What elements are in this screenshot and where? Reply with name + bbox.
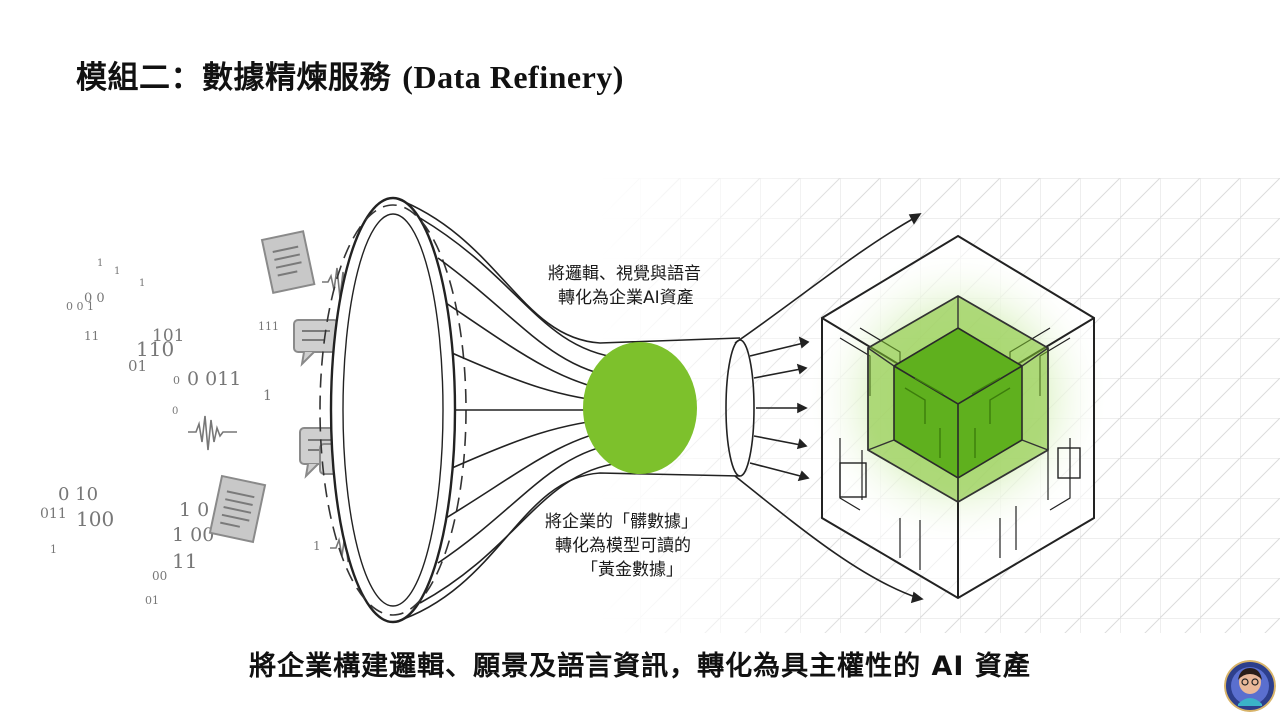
binary-digit: 100 — [76, 507, 114, 531]
avatar-icon — [1224, 660, 1276, 712]
flow-arrows — [734, 213, 924, 604]
document-icon — [208, 474, 267, 544]
caption-bottom-line-3: 「黃金數據」 — [581, 560, 683, 580]
binary-digit: 0 0 — [84, 291, 105, 306]
caption-top-line-2: 轉化為企業AI資產 — [558, 288, 694, 308]
binary-digit: 0 — [173, 374, 180, 387]
binary-digit: 1 — [313, 539, 321, 553]
ai-asset-cube — [808, 234, 1108, 600]
caption-top: 將邏輯、視覺與語音 轉化為企業AI資產 — [548, 262, 758, 310]
binary-digit: 110 — [136, 337, 174, 361]
binary-digit: 1 0 — [179, 499, 209, 521]
binary-digit: 0 — [172, 406, 178, 417]
bottom-statement: 將企業構建邏輯、願景及語言資訊，轉化為具主權性的 AI 資產 — [249, 651, 1031, 682]
binary-digit: 111 — [258, 320, 279, 333]
binary-digit: 1 00 — [172, 524, 214, 546]
binary-digit: 1 — [97, 258, 103, 269]
binary-digit: 011 — [40, 506, 67, 522]
binary-digit: 101 — [152, 326, 184, 346]
binary-digit: 00 — [152, 569, 167, 583]
binary-digit: 01 — [145, 594, 159, 607]
binary-digit: 1 — [50, 543, 57, 556]
binary-digit: 11 — [84, 329, 99, 343]
binary-digit: 11 — [172, 549, 197, 573]
document-icon — [260, 230, 316, 295]
caption-bottom-line-2: 轉化為模型可讀的 — [555, 536, 691, 556]
binary-digit: 1 — [139, 278, 145, 289]
chat-bubble-icon — [293, 319, 339, 367]
binary-digit: 01 — [128, 357, 147, 375]
caption-bottom: 將企業的「髒數據」 轉化為模型可讀的 「黃金數據」 — [545, 510, 775, 582]
caption-top-line-1: 將邏輯、視覺與語音 — [548, 264, 701, 284]
caption-bottom-line-1: 將企業的「髒數據」 — [545, 512, 698, 532]
binary-digit: 1 — [114, 266, 120, 277]
presenter-avatar[interactable] — [1224, 660, 1276, 712]
binary-digit: 1 — [263, 388, 272, 404]
binary-digit: 0 0 1 — [66, 300, 94, 313]
binary-digit: 0 10 — [58, 484, 98, 505]
title-english: (Data Refinery) — [402, 59, 624, 95]
title-chinese: 模組二：數據精煉服務 — [76, 60, 391, 96]
slide-title: 模組二：數據精煉服務 (Data Refinery) — [76, 52, 624, 97]
binary-digit: 0 011 — [187, 368, 241, 390]
green-core-sphere — [583, 342, 697, 474]
